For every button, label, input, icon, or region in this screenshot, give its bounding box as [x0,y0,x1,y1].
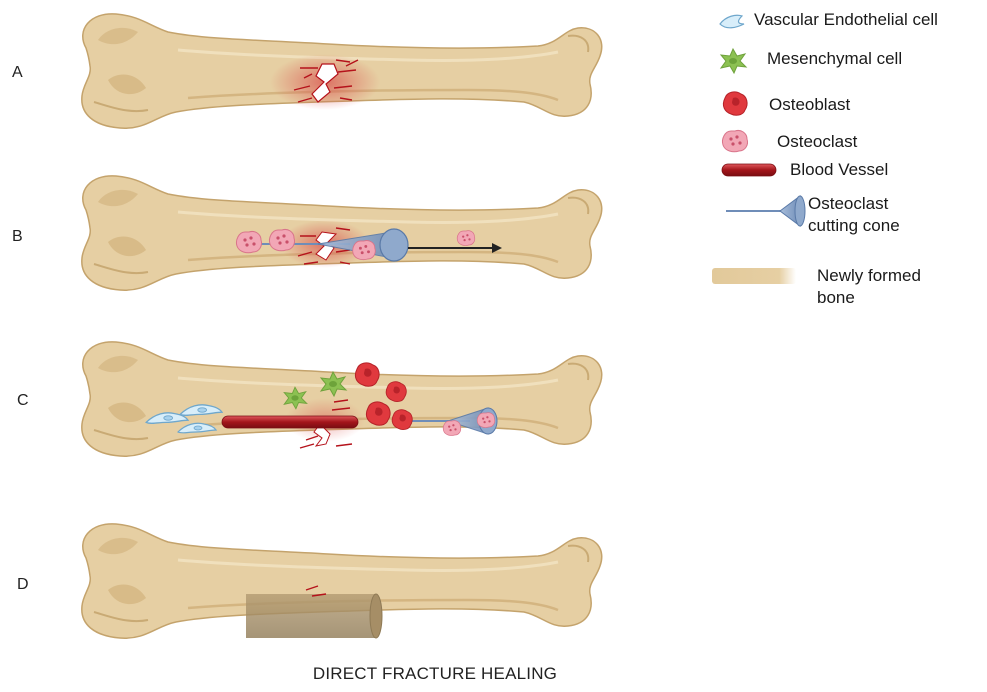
legend-label-line-1: Newly formed [817,265,921,286]
legend-label: Osteoblast [769,94,850,115]
mesenchymal-cell-icon [721,49,746,73]
legend-label: Blood Vessel [790,159,888,180]
osteoclast-c-2 [477,413,495,428]
legend-label: Osteoclast [777,131,857,152]
legend-label: Mesenchymal cell [767,48,902,69]
panel-label-a: A [12,64,23,82]
blood-vessel-icon [722,164,776,176]
osteoblast-c-2 [386,382,406,402]
osteoclast-b-1 [236,231,261,252]
vascular-endothelial-cell-icon [720,15,744,28]
newly-formed-bone-icon [712,268,796,284]
osteoclast-cutting-cone-icon [726,196,805,226]
legend-label-line-2: bone [817,287,855,308]
fracture-a [270,54,380,110]
osteoclast-icon [722,130,747,151]
osteoclast-c-1 [443,421,461,436]
panel-label-b: B [12,228,23,246]
diagram-caption: DIRECT FRACTURE HEALING [0,664,870,684]
osteoclast-b-3 [353,241,376,260]
legend-label-line-1: Osteoclast [808,193,888,214]
osteoclast-b-4 [457,231,475,246]
panel-label-d: D [17,576,29,594]
osteoblast-c-4 [392,410,412,430]
legend-label-line-2: cutting cone [808,215,900,236]
osteoblast-icon [723,92,747,115]
osteoclast-b-2 [269,229,294,250]
osteoblast-c-1 [355,363,379,386]
osteoblast-c-3 [366,402,390,425]
legend-label: Vascular Endothelial cell [754,9,938,30]
panel-label-c: C [17,392,29,410]
